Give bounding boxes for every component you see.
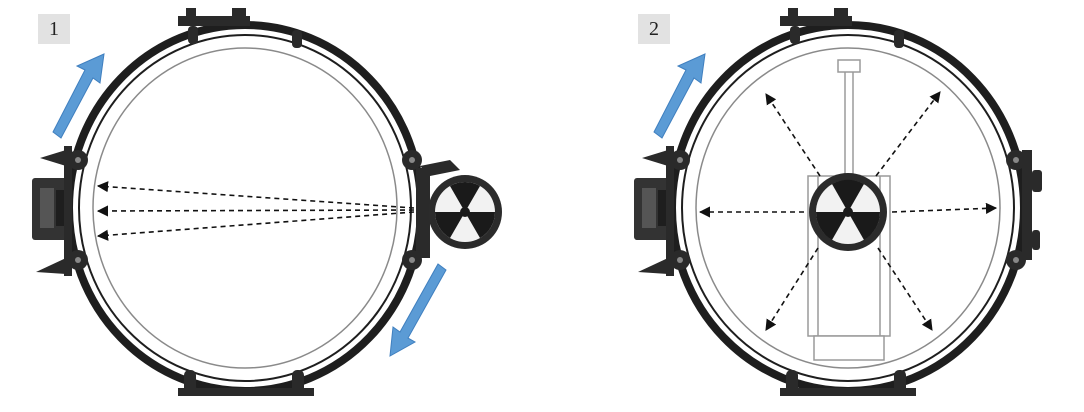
step-2-panel: 2 bbox=[542, 0, 1084, 412]
roller-wheels bbox=[68, 150, 422, 270]
radiation-source-icon bbox=[809, 173, 887, 251]
radiation-beams bbox=[698, 91, 998, 331]
step-1-diagram bbox=[32, 8, 502, 396]
step-number-badge: 2 bbox=[638, 14, 670, 44]
inner-ring bbox=[695, 47, 1001, 369]
right-bracket bbox=[1022, 150, 1042, 260]
radiation-beams bbox=[96, 181, 415, 241]
radiation-trefoil-icon bbox=[435, 181, 495, 238]
pipe-frame bbox=[65, 8, 425, 396]
inner-ring bbox=[92, 47, 398, 369]
step-number-badge: 1 bbox=[38, 14, 70, 44]
blue-rotation-arrow-icon bbox=[52, 53, 447, 357]
step-1-panel: 1 bbox=[32, 8, 502, 396]
detector-module-icon bbox=[634, 146, 674, 276]
blue-rotation-arrow-icon bbox=[653, 53, 706, 139]
step-2-diagram bbox=[634, 8, 1042, 396]
roller-wheels bbox=[670, 150, 1026, 270]
radiation-trefoil-icon bbox=[815, 179, 881, 240]
radiation-source-icon bbox=[416, 160, 502, 258]
detector-module-icon bbox=[32, 146, 72, 276]
